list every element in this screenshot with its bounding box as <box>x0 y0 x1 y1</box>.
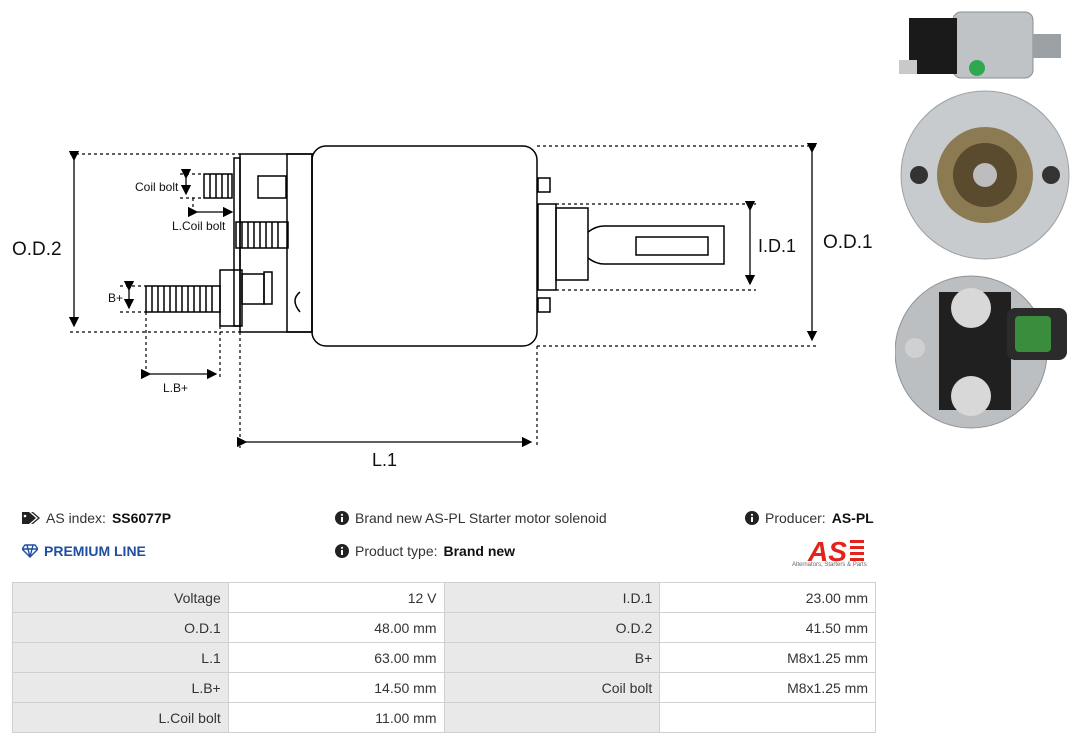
as-pl-logo: AS <box>807 536 864 567</box>
label-l-b-plus: L.B+ <box>163 381 188 395</box>
product-photo-side <box>899 11 1061 79</box>
description-text: Brand new AS-PL Starter motor solenoid <box>355 510 607 526</box>
producer-row: Producer: AS-PL <box>745 510 874 526</box>
product-type-label: Product type: <box>355 543 438 559</box>
spec-value <box>659 702 876 733</box>
producer-value: AS-PL <box>831 510 874 526</box>
spec-label: Coil bolt <box>443 672 661 703</box>
spec-label: B+ <box>443 642 661 673</box>
spec-value: 23.00 mm <box>659 582 876 613</box>
solenoid-dimension-diagram: O.D.2 O.D.1 I.D.1 L.1 Coil bolt L.Coil b… <box>12 142 873 470</box>
spec-label <box>443 702 661 733</box>
as-index-label: AS index: <box>46 510 106 526</box>
tags-icon <box>22 511 40 525</box>
spec-value: 48.00 mm <box>227 612 445 643</box>
label-id1: I.D.1 <box>758 236 796 256</box>
product-type-row: Product type: Brand new <box>335 543 515 559</box>
description-row: Brand new AS-PL Starter motor solenoid <box>335 510 607 526</box>
spec-label: I.D.1 <box>443 582 661 613</box>
spec-label: O.D.1 <box>12 612 229 643</box>
producer-label: Producer: <box>765 510 826 526</box>
info-icon <box>335 511 349 525</box>
diamond-icon <box>22 544 38 558</box>
spec-label: L.B+ <box>12 672 229 703</box>
spec-value: M8x1.25 mm <box>659 642 876 673</box>
product-type-value: Brand new <box>443 543 516 559</box>
as-index-row: AS index: SS6077P <box>22 510 171 526</box>
spec-value: 12 V <box>227 582 445 613</box>
as-index-value: SS6077P <box>111 510 172 526</box>
product-photo-front <box>900 90 1070 260</box>
spec-label: L.1 <box>12 642 229 673</box>
label-coil-bolt: Coil bolt <box>135 180 179 194</box>
svg-text:AS: AS <box>807 536 847 567</box>
spec-label: L.Coil bolt <box>12 702 229 733</box>
info-icon <box>745 511 759 525</box>
spec-value: 63.00 mm <box>227 642 445 673</box>
label-l1: L.1 <box>372 450 397 470</box>
info-icon <box>335 544 349 558</box>
spec-value: M8x1.25 mm <box>659 672 876 703</box>
label-od1: O.D.1 <box>823 232 873 253</box>
premium-line-row[interactable]: PREMIUM LINE <box>22 543 146 559</box>
spec-label: Voltage <box>12 582 229 613</box>
logo-subtitle: Alternators, Starters & Parts <box>792 562 867 568</box>
spec-value: 11.00 mm <box>227 702 445 733</box>
label-b-plus: B+ <box>108 291 123 305</box>
product-photo-back <box>895 275 1067 429</box>
spec-label: O.D.2 <box>443 612 661 643</box>
spec-value: 41.50 mm <box>659 612 876 643</box>
label-l-coil-bolt: L.Coil bolt <box>172 219 226 233</box>
premium-line-label[interactable]: PREMIUM LINE <box>44 543 146 559</box>
spec-value: 14.50 mm <box>227 672 445 703</box>
label-od2: O.D.2 <box>12 239 62 260</box>
